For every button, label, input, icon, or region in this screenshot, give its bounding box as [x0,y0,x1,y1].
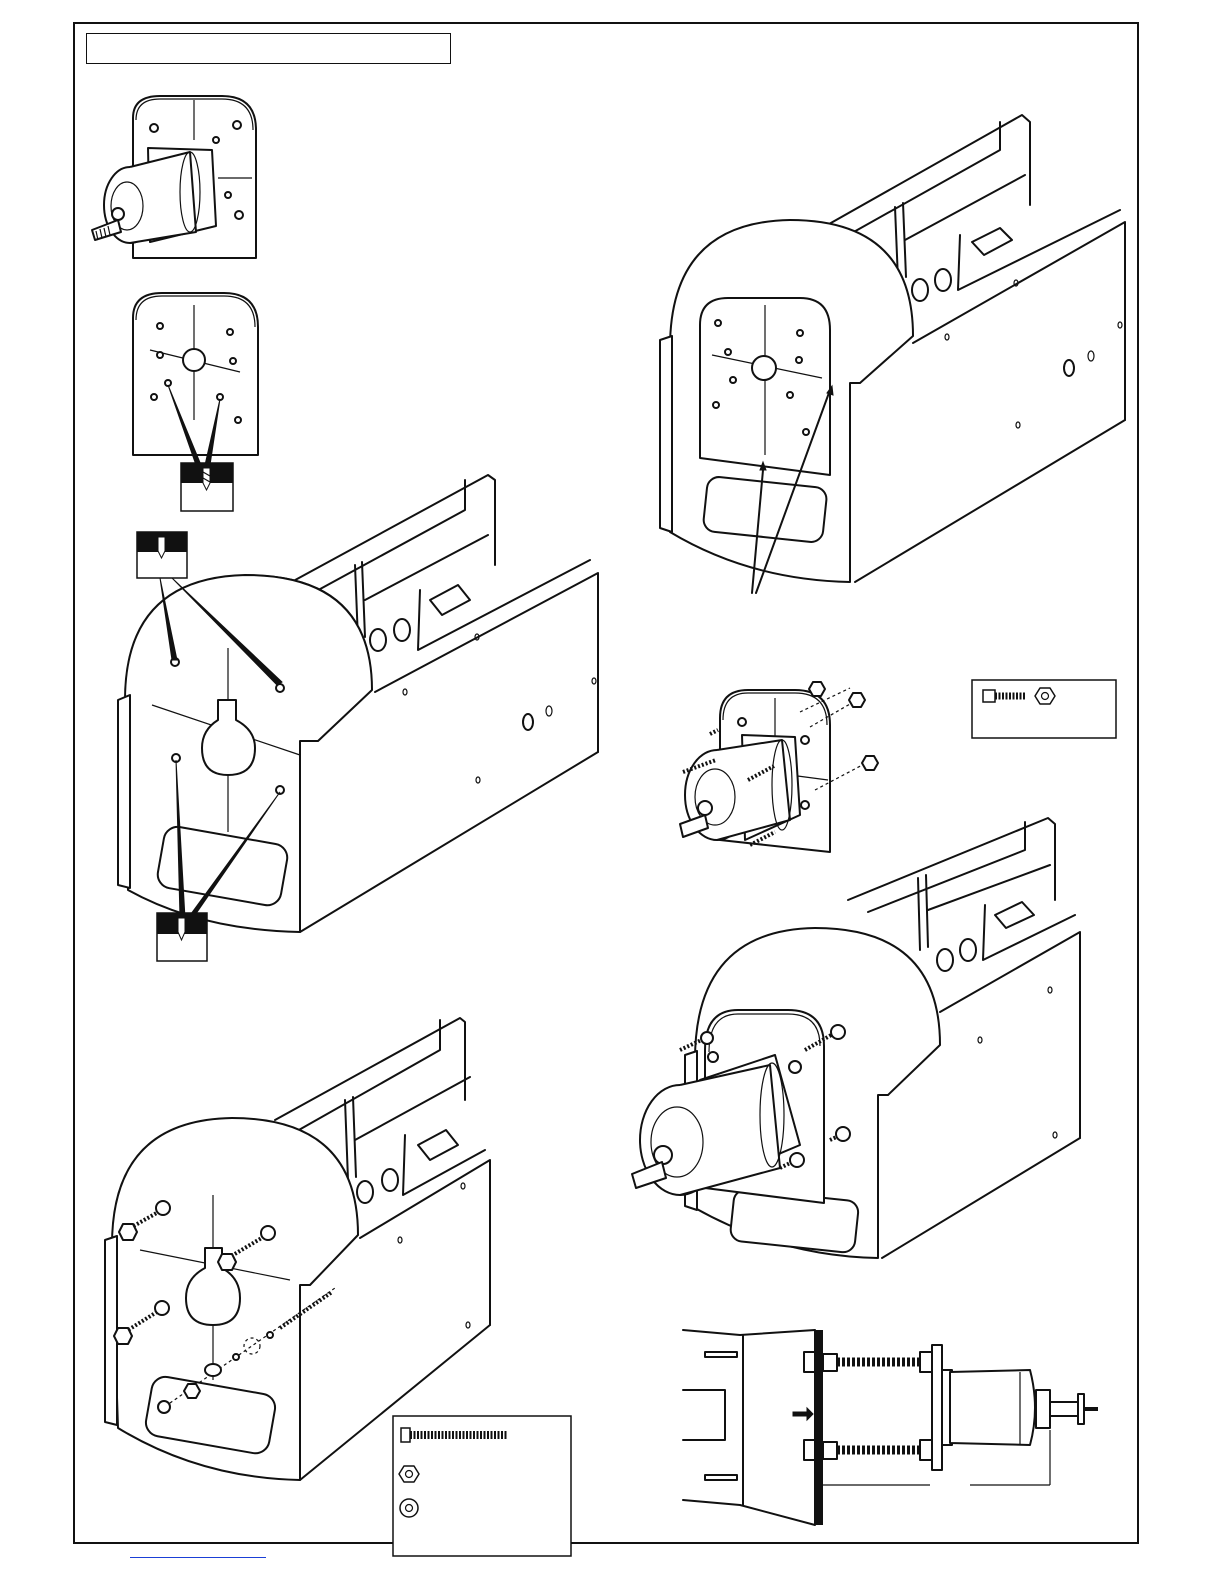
firewall-drill-locations [118,475,598,961]
firewall-bolts-installed [105,1018,571,1556]
motor-bolt-assembly [680,680,1116,852]
hex-nut-icon [399,1466,419,1482]
footer-link-underline[interactable] [130,1553,266,1558]
motor-on-mount-plate [92,96,256,258]
mount-plate-with-drill-holes [133,293,258,511]
hex-nut-icon [1035,688,1055,704]
flat-washer-icon [400,1499,418,1517]
firewall-with-mount-plate [660,115,1125,593]
side-section-view [683,1330,1098,1525]
motor-mounted-on-firewall [632,818,1080,1258]
